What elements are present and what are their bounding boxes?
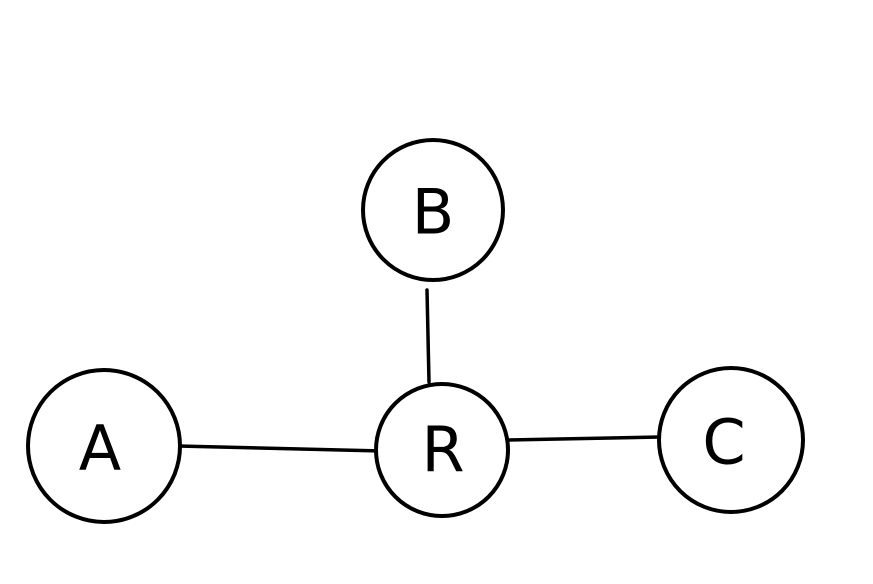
node-r: R — [374, 382, 510, 518]
node-c: C — [657, 366, 805, 514]
node-label-b: B — [412, 176, 455, 249]
node-b: B — [361, 138, 505, 282]
node-label-r: R — [421, 414, 464, 487]
node-label-c: C — [702, 406, 745, 479]
edge-b-r — [425, 288, 431, 384]
edge-a-r — [176, 444, 385, 453]
node-label-a: A — [79, 412, 121, 485]
edge-r-c — [506, 435, 662, 442]
node-a: A — [26, 368, 182, 524]
